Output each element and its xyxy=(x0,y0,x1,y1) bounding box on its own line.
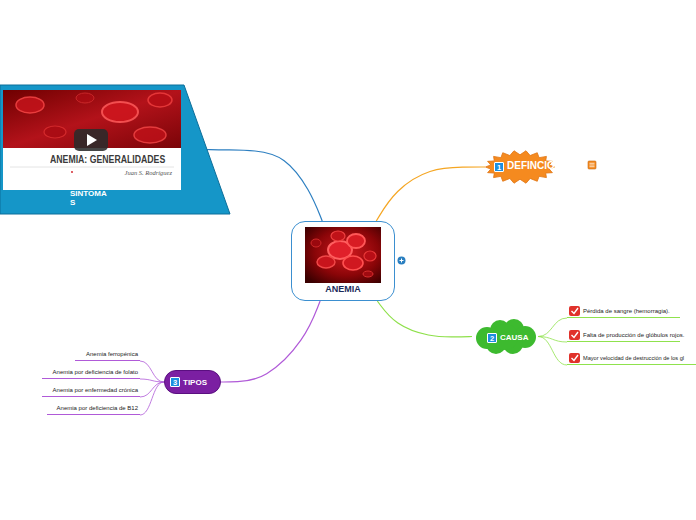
video-thumbnail xyxy=(102,102,138,122)
blood-cells-image xyxy=(328,241,352,259)
branch-line xyxy=(377,301,472,337)
main-topic: 1DEFINCION xyxy=(485,150,555,184)
note-icon xyxy=(590,163,595,166)
branch-line xyxy=(140,361,164,382)
branch-line xyxy=(140,382,164,415)
banner-shape xyxy=(0,85,230,214)
video-thumbnail xyxy=(148,93,172,107)
check-icon xyxy=(569,353,580,363)
main-topic: 2CAUSA xyxy=(472,318,538,355)
blood-cells-image xyxy=(363,271,373,277)
callout-number: 3 xyxy=(170,377,180,387)
branch-line xyxy=(221,301,320,382)
video-thumbnail xyxy=(134,127,166,143)
blood-cells-image xyxy=(311,239,321,247)
expand-icon xyxy=(400,259,404,263)
blood-cells-image xyxy=(305,227,381,283)
topic-text: Falta de producción de glóbulos rojos. xyxy=(583,331,684,339)
branch-line xyxy=(376,167,485,221)
note-icon xyxy=(588,161,596,169)
branch-line xyxy=(140,382,164,397)
video-thumbnail xyxy=(3,148,181,190)
expand-icon xyxy=(398,257,406,265)
blood-cells-image xyxy=(364,251,376,261)
topic-text: DEFINCION xyxy=(507,160,562,172)
check-icon xyxy=(572,308,579,314)
topic-text: Anemia por deficiencia de B12 xyxy=(57,404,138,412)
callout-number: 2 xyxy=(487,333,497,343)
check-icon xyxy=(569,330,580,340)
check-icon xyxy=(569,306,580,363)
blood-cells-image xyxy=(317,256,335,268)
video-thumbnail xyxy=(16,97,44,113)
topic-text: Anemia por deficiencia de folato xyxy=(53,368,138,376)
branch-line xyxy=(538,318,567,337)
topic-text: ANEMIA xyxy=(292,284,394,294)
video-thumbnail xyxy=(3,90,181,190)
topic-text: TIPOS xyxy=(183,377,207,388)
topic-text: SINTOMAS xyxy=(70,189,107,207)
central-topic: ANEMIA xyxy=(291,221,395,301)
video-thumbnail xyxy=(71,171,73,173)
subtopic: Anemia por deficiencia de folato xyxy=(42,365,140,379)
topic-text: CAUSA xyxy=(500,333,528,343)
blood-cells-image xyxy=(305,227,381,283)
expand-icon xyxy=(398,257,406,265)
branch-line xyxy=(140,379,164,382)
cloud-shape xyxy=(476,319,536,354)
subtopic: Anemia por deficiencia de B12 xyxy=(47,401,140,415)
node-outline xyxy=(0,85,230,214)
main-topic: SINTOMAS xyxy=(0,85,230,214)
main-topic: 3TIPOS xyxy=(164,370,221,394)
subtopic: Anemia por enfermedad crónica xyxy=(42,383,140,397)
blood-cells-image xyxy=(331,231,345,241)
subtopic: Mayor velocidad de destrucción de los gl xyxy=(567,351,696,365)
check-icon xyxy=(572,332,579,338)
subtopic: Falta de producción de glóbulos rojos. xyxy=(567,328,680,342)
topic-text: Anemia ferropénica xyxy=(86,350,138,358)
callout-number: 1 xyxy=(494,162,504,172)
note-icon xyxy=(588,161,596,169)
subtopic: Anemia ferropénica xyxy=(75,347,140,361)
topic-text: Pérdida de sangre (hemorragia). xyxy=(583,307,670,315)
topic-text: Mayor velocidad de destrucción de los gl xyxy=(583,354,684,362)
video-thumbnail xyxy=(87,134,97,146)
video-thumbnail xyxy=(10,167,174,168)
video-thumbnail xyxy=(74,129,108,151)
check-icon xyxy=(572,355,579,361)
blood-cells-image xyxy=(343,256,363,270)
check-icon xyxy=(569,306,580,316)
video-thumbnail xyxy=(44,126,66,138)
video-thumbnail xyxy=(76,93,94,103)
subtopic: Pérdida de sangre (hemorragia). xyxy=(567,304,680,318)
video-thumbnail xyxy=(3,90,181,148)
topic-text: Anemia por enfermedad crónica xyxy=(53,386,138,394)
blood-cells-image xyxy=(347,234,365,248)
branch-line xyxy=(538,337,567,366)
